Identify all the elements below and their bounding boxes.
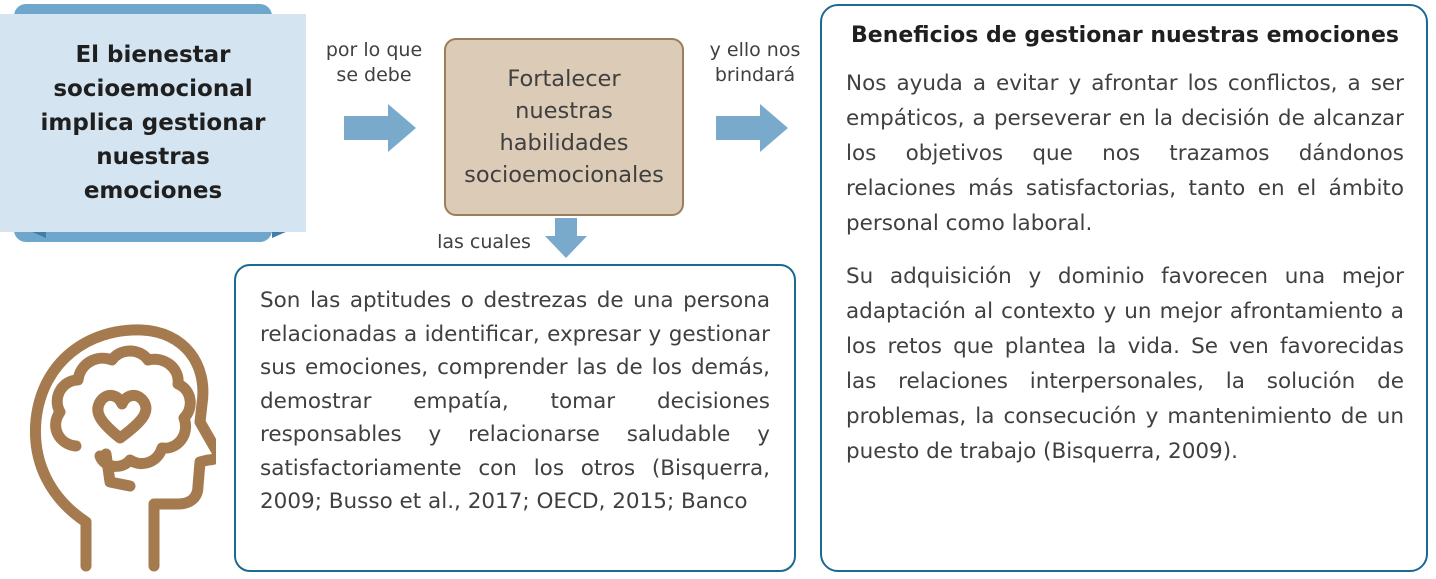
head-with-brain-heart-icon [29, 322, 224, 578]
center-concept-text: Fortalecer nuestras habilidades socioemo… [464, 63, 664, 191]
center-line: nuestras [515, 98, 613, 124]
benefits-paragraph-2: Su adquisición y dominio favorecen una m… [846, 264, 1404, 464]
center-line: socioemocionales [464, 162, 664, 188]
main-concept-text: El bienestar socioemocional implica gest… [40, 42, 266, 204]
benefits-title: Beneficios de gestionar nuestras emocion… [851, 23, 1399, 48]
connector-line: y ello nos [709, 39, 801, 61]
center-concept-box: Fortalecer nuestras habilidades socioemo… [444, 38, 684, 216]
main-concept-box: El bienestar socioemocional implica gest… [0, 14, 306, 232]
center-line: habilidades [499, 130, 629, 156]
connector-y-ello: y ello nos brindará [696, 38, 814, 88]
benefits-paragraph-1: Nos ayuda a evitar y afrontar los confli… [846, 71, 1404, 236]
connector-line: se debe [336, 64, 412, 86]
benefits-box: Beneficios de gestionar nuestras emocion… [820, 4, 1428, 572]
down-arrow-icon [545, 218, 587, 258]
connector-las-cuales: las cuales [437, 231, 531, 253]
definition-box: Son las aptitudes o destrezas de una per… [234, 264, 796, 572]
right-arrow-icon [716, 104, 788, 152]
right-arrow-icon [344, 104, 416, 152]
connector-line: por lo que [325, 39, 423, 61]
connector-por-lo-que: por lo que se debe [318, 38, 430, 88]
definition-text: Son las aptitudes o destrezas de una per… [260, 288, 770, 514]
center-line: Fortalecer [507, 66, 621, 92]
connector-line: brindará [714, 64, 796, 86]
